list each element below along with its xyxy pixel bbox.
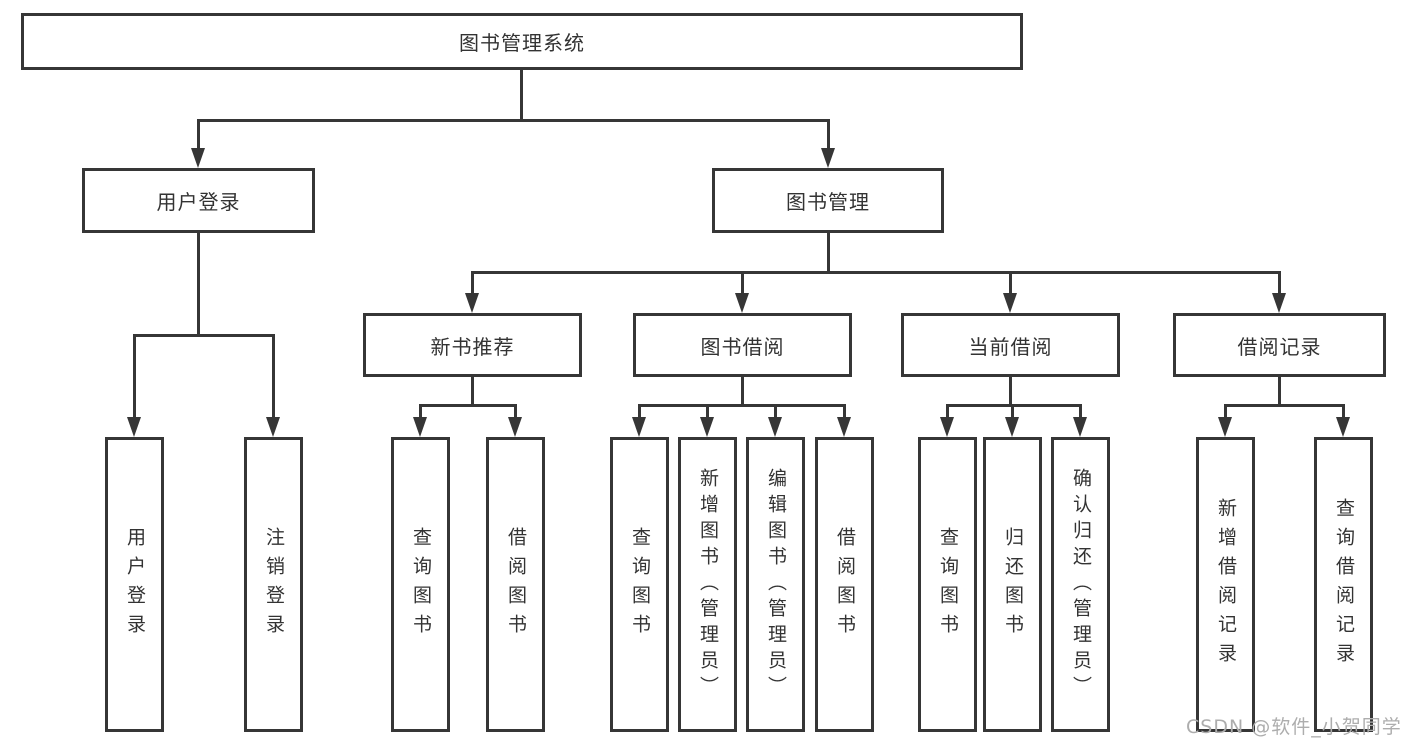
connector-stem bbox=[843, 404, 846, 420]
connector-level3-bar bbox=[471, 271, 1281, 274]
leaf-label: 确认归还（管理员） bbox=[1070, 467, 1092, 702]
leaf-add-book-admin: 新增图书（管理员） bbox=[678, 437, 737, 732]
leaf-label: 新增借阅记录 bbox=[1215, 497, 1237, 672]
node-label: 图书借阅 bbox=[700, 334, 785, 359]
connector-stem bbox=[774, 404, 777, 420]
leaf-user-login: 用户登录 bbox=[105, 437, 164, 732]
connector-stem bbox=[706, 404, 709, 420]
connector-stem bbox=[638, 404, 641, 420]
leaf-label: 借阅图书 bbox=[505, 526, 527, 643]
connector-stem bbox=[133, 334, 136, 420]
node-label: 新书推荐 bbox=[430, 334, 515, 359]
arrowhead-down-icon bbox=[1218, 417, 1232, 437]
arrowhead-down-icon bbox=[1073, 417, 1087, 437]
node-label: 图书管理系统 bbox=[459, 31, 585, 55]
leaf-label: 借阅图书 bbox=[834, 526, 856, 643]
connector-root-trunk bbox=[520, 70, 523, 120]
node-label: 图书管理 bbox=[786, 190, 870, 214]
leaf-label: 新增图书（管理员） bbox=[697, 467, 719, 702]
connector-current-borrow-trunk bbox=[1009, 377, 1012, 407]
connector-stem bbox=[197, 119, 200, 153]
leaf-borrow-books: 借阅图书 bbox=[815, 437, 874, 732]
connector-stem bbox=[1079, 404, 1082, 420]
leaf-confirm-return-admin: 确认归还（管理员） bbox=[1051, 437, 1110, 732]
arrowhead-down-icon bbox=[700, 417, 714, 437]
arrowhead-down-icon bbox=[1003, 293, 1017, 313]
connector-borrow-record-bar bbox=[1224, 404, 1345, 407]
connector-stem bbox=[946, 404, 949, 420]
connector-stem bbox=[1224, 404, 1227, 420]
leaf-query-books-current: 查询图书 bbox=[918, 437, 977, 732]
leaf-label: 用户登录 bbox=[124, 526, 146, 643]
arrowhead-down-icon bbox=[837, 417, 851, 437]
arrowhead-down-icon bbox=[735, 293, 749, 313]
leaf-label: 编辑图书（管理员） bbox=[765, 467, 787, 702]
arrowhead-down-icon bbox=[1005, 417, 1019, 437]
leaf-label: 查询图书 bbox=[937, 526, 959, 643]
arrowhead-down-icon bbox=[1336, 417, 1350, 437]
node-library-management-system: 图书管理系统 bbox=[21, 13, 1023, 70]
connector-current-borrow-bar bbox=[946, 404, 1082, 407]
leaf-edit-book-admin: 编辑图书（管理员） bbox=[746, 437, 805, 732]
connector-stem bbox=[419, 404, 422, 420]
connector-new-book-bar bbox=[419, 404, 517, 407]
node-label: 借阅记录 bbox=[1237, 334, 1322, 359]
csdn-watermark: CSDN @软件_小贺同学 bbox=[1186, 716, 1402, 738]
connector-user-login-trunk bbox=[197, 233, 200, 337]
leaf-label: 注销登录 bbox=[263, 526, 285, 643]
leaf-query-books-borrow: 查询图书 bbox=[610, 437, 669, 732]
leaf-label: 查询图书 bbox=[410, 526, 432, 643]
leaf-query-books-recommend: 查询图书 bbox=[391, 437, 450, 732]
node-new-book-recommendation: 新书推荐 bbox=[363, 313, 582, 377]
arrowhead-down-icon bbox=[465, 293, 479, 313]
connector-book-borrow-bar bbox=[638, 404, 846, 407]
connector-book-management-trunk bbox=[827, 233, 830, 274]
connector-book-borrow-trunk bbox=[741, 377, 744, 407]
arrowhead-down-icon bbox=[191, 148, 205, 168]
node-book-borrowing: 图书借阅 bbox=[633, 313, 852, 377]
node-label: 当前借阅 bbox=[968, 334, 1053, 359]
arrowhead-down-icon bbox=[632, 417, 646, 437]
connector-stem bbox=[1009, 271, 1012, 298]
leaf-add-borrow-record: 新增借阅记录 bbox=[1196, 437, 1255, 732]
leaf-label: 查询借阅记录 bbox=[1333, 497, 1355, 672]
node-borrowing-records: 借阅记录 bbox=[1173, 313, 1386, 377]
leaf-borrow-books-recommend: 借阅图书 bbox=[486, 437, 545, 732]
connector-stem bbox=[741, 271, 744, 298]
arrowhead-down-icon bbox=[127, 417, 141, 437]
node-label: 用户登录 bbox=[156, 190, 241, 214]
connector-stem bbox=[1342, 404, 1345, 420]
connector-stem bbox=[1011, 404, 1014, 420]
connector-stem bbox=[827, 119, 830, 153]
connector-borrow-record-trunk bbox=[1278, 377, 1281, 407]
arrowhead-down-icon bbox=[768, 417, 782, 437]
connector-stem bbox=[272, 334, 275, 420]
node-user-login: 用户登录 bbox=[82, 168, 315, 233]
node-current-borrowing: 当前借阅 bbox=[901, 313, 1120, 377]
leaf-query-borrow-record: 查询借阅记录 bbox=[1314, 437, 1373, 732]
arrowhead-down-icon bbox=[508, 417, 522, 437]
connector-stem bbox=[471, 271, 474, 298]
connector-level2-bar bbox=[197, 119, 830, 122]
connector-user-login-bar bbox=[133, 334, 275, 337]
arrowhead-down-icon bbox=[940, 417, 954, 437]
arrowhead-down-icon bbox=[413, 417, 427, 437]
leaf-logout: 注销登录 bbox=[244, 437, 303, 732]
connector-stem bbox=[1278, 271, 1281, 298]
node-book-management: 图书管理 bbox=[712, 168, 944, 233]
leaf-label: 归还图书 bbox=[1002, 526, 1024, 643]
arrowhead-down-icon bbox=[821, 148, 835, 168]
leaf-label: 查询图书 bbox=[629, 526, 651, 643]
arrowhead-down-icon bbox=[266, 417, 280, 437]
leaf-return-books: 归还图书 bbox=[983, 437, 1042, 732]
arrowhead-down-icon bbox=[1272, 293, 1286, 313]
connector-new-book-trunk bbox=[471, 377, 474, 407]
connector-stem bbox=[514, 404, 517, 420]
